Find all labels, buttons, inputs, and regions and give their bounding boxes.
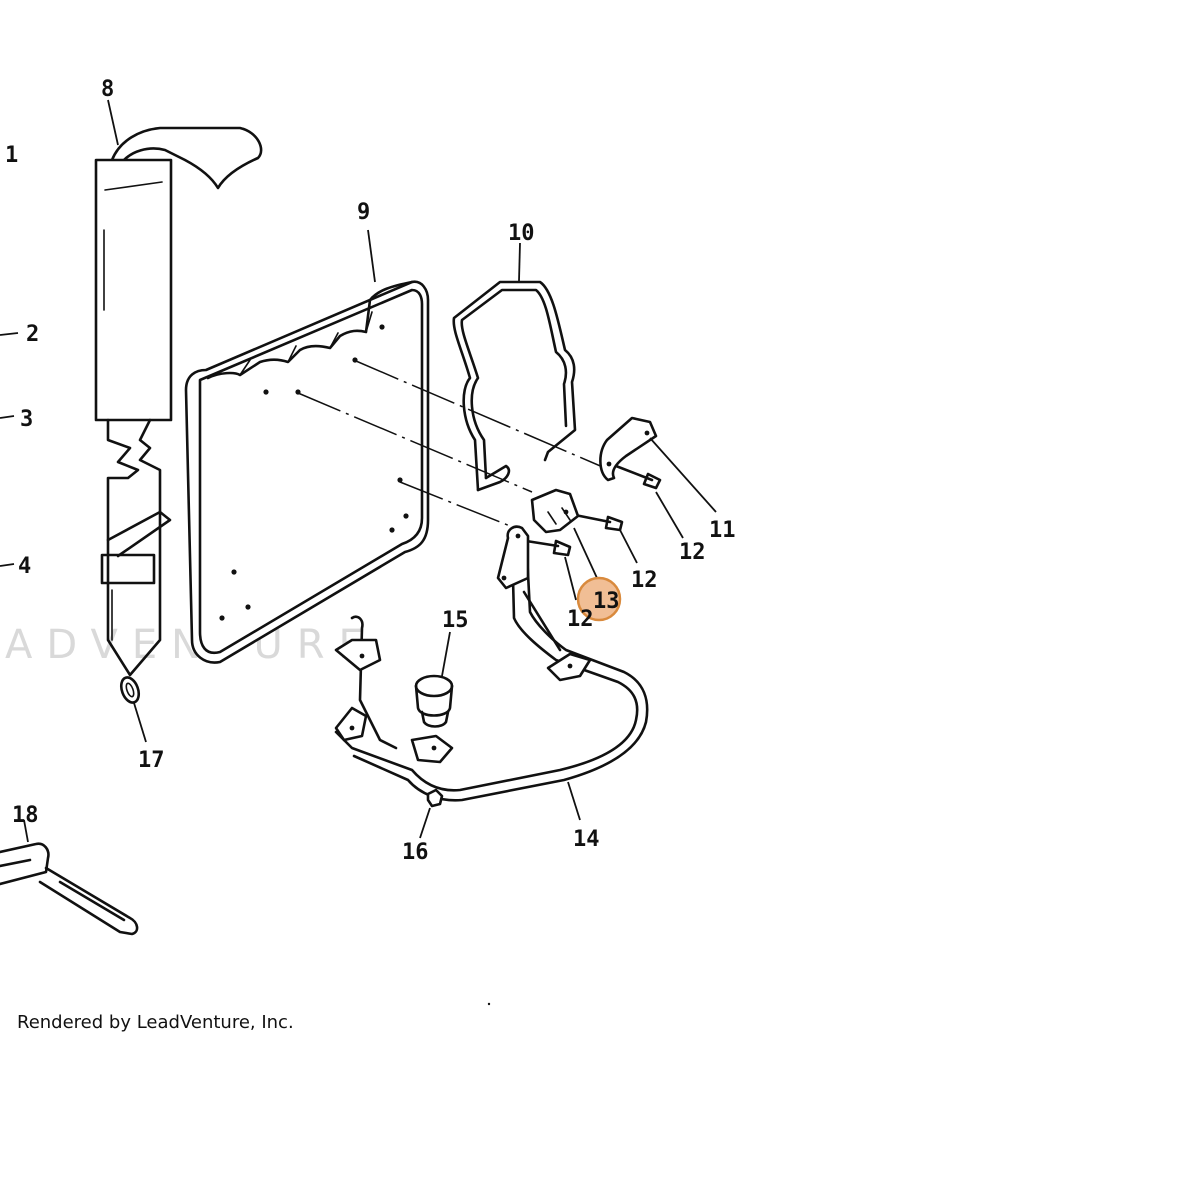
leader-2	[0, 332, 19, 336]
leader-3	[0, 415, 15, 419]
callout-12-c[interactable]: 12	[567, 607, 594, 632]
callout-12-a[interactable]: 12	[679, 540, 706, 565]
part-18-tool[interactable]	[0, 819, 139, 936]
part-13-bracket[interactable]	[530, 488, 598, 579]
part-9-seat-back[interactable]	[184, 229, 430, 664]
part-11-bracket[interactable]	[599, 416, 717, 513]
callout-16[interactable]: 16	[402, 840, 429, 865]
callout-2[interactable]: 2	[26, 322, 39, 347]
part-8-strap[interactable]	[94, 126, 263, 677]
part-12-bolt-a[interactable]	[614, 464, 684, 539]
callout-3[interactable]: 3	[20, 407, 33, 432]
callout-12-b[interactable]: 12	[631, 568, 658, 593]
callout-8[interactable]: 8	[101, 77, 114, 102]
part-14-seat-frame[interactable]	[334, 525, 649, 821]
part-17-ring[interactable]	[118, 675, 147, 743]
leader-8	[107, 99, 119, 146]
credit-text: Rendered by LeadVenture, Inc.	[17, 1012, 294, 1033]
watermark-text: ADVENTURE	[5, 622, 378, 668]
callout-4[interactable]: 4	[18, 554, 31, 579]
callout-13[interactable]: 13	[593, 589, 620, 614]
part-12-bolt-b[interactable]	[568, 512, 638, 564]
callout-11[interactable]: 11	[709, 518, 736, 543]
part-16-nut[interactable]	[419, 788, 444, 839]
callout-9[interactable]: 9	[357, 200, 370, 225]
part-10-frame[interactable]	[452, 242, 577, 492]
callout-17[interactable]: 17	[138, 748, 165, 773]
part-15-cap[interactable]	[414, 631, 454, 728]
leader-4	[0, 563, 15, 567]
callout-10[interactable]: 10	[508, 221, 535, 246]
highlight-marker	[576, 576, 622, 622]
callout-18[interactable]: 18	[12, 803, 39, 828]
callout-15[interactable]: 15	[442, 608, 469, 633]
callout-14[interactable]: 14	[573, 827, 600, 852]
callout-1[interactable]: 1	[5, 143, 18, 168]
